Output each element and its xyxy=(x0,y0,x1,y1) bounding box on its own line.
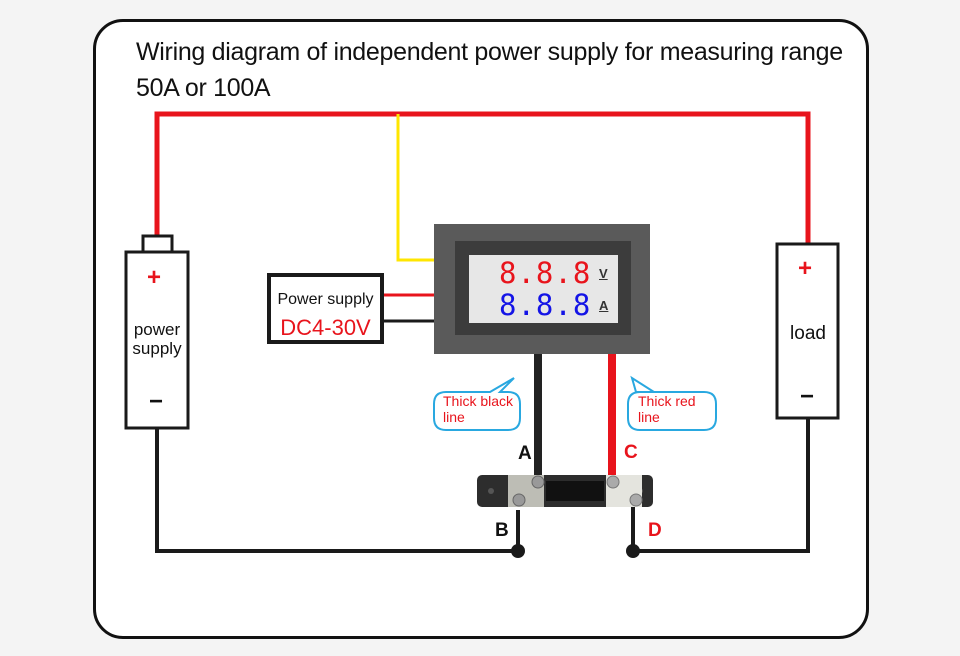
junction-b xyxy=(511,544,525,558)
load-label: load xyxy=(790,323,826,344)
current-reading: 8.8.8 xyxy=(499,288,592,322)
terminal-b-label: B xyxy=(495,520,509,541)
load-positive-sign: + xyxy=(798,255,813,282)
load-negative-wire xyxy=(633,418,810,553)
callout-black-bubble xyxy=(433,377,521,431)
callout-black-text: Thick black line xyxy=(443,393,514,425)
meter-bezel: 8.8.8 V 8.8.8 A xyxy=(455,241,631,335)
terminal-d-label: D xyxy=(648,520,662,541)
voltage-reading: 8.8.8 xyxy=(499,256,592,290)
battery-negative-sign: − xyxy=(149,388,164,415)
diagram-title: Wiring diagram of independent power supp… xyxy=(136,38,843,102)
digital-volt-ammeter-icon: 8.8.8 V 8.8.8 A xyxy=(434,224,650,354)
junction-d xyxy=(626,544,640,558)
meter-display: 8.8.8 V 8.8.8 A xyxy=(469,255,618,323)
battery-label: power supply xyxy=(132,320,182,358)
terminal-c-label: C xyxy=(624,442,638,463)
aux-power-supply-title: Power supply xyxy=(277,291,374,308)
callout-red-text: Thick red line xyxy=(638,393,696,425)
aux-power-supply-voltage: DC4-30V xyxy=(280,315,371,340)
callout-red-bubble xyxy=(627,375,717,431)
terminal-a-label: A xyxy=(518,443,532,464)
positive-main-wire xyxy=(154,111,811,245)
load-negative-sign: − xyxy=(800,383,815,410)
shunt-resistor-icon xyxy=(477,475,653,507)
current-unit: A xyxy=(599,298,609,313)
battery-negative-wire xyxy=(155,428,518,553)
battery-cap xyxy=(141,234,174,255)
voltage-unit: V xyxy=(599,266,608,281)
battery-positive-sign: + xyxy=(147,264,162,291)
battery-body xyxy=(124,250,190,430)
voltage-sense-wire xyxy=(396,114,436,262)
aux-power-supply-box: Power supply DC4-30V xyxy=(267,273,384,344)
load-body xyxy=(775,242,840,420)
